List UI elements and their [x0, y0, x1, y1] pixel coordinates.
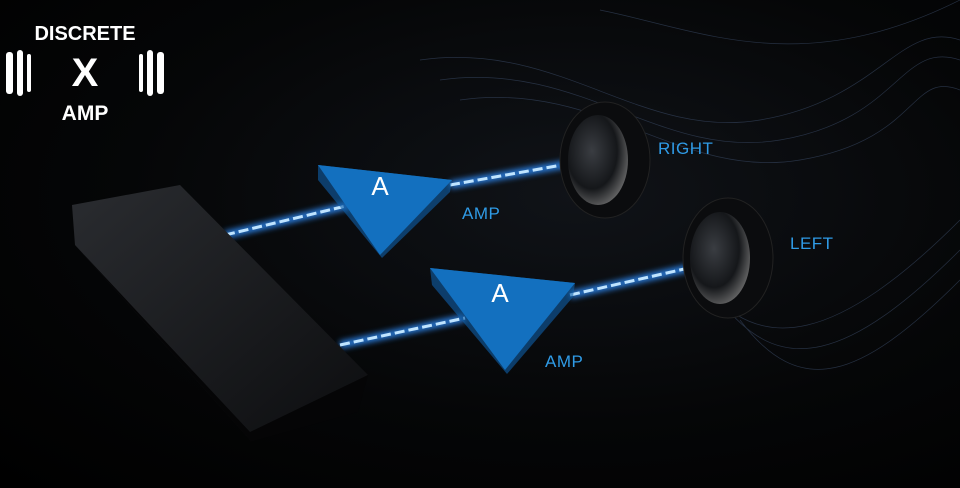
logo-top-text: DISCRETE [34, 23, 135, 45]
speaker-right [559, 101, 651, 219]
amp-triangle-bottom: A [430, 268, 575, 374]
label-right: RIGHT [658, 139, 714, 158]
source-slab [72, 185, 368, 442]
discrete-x-amp-logo: DISCRETE X AMP [6, 23, 164, 125]
amp-triangle-top: A [318, 165, 452, 258]
label-amp-top: AMP [462, 204, 501, 223]
speaker-left [682, 197, 774, 319]
label-amp-bottom: AMP [545, 352, 584, 371]
amp-glyph: A [491, 278, 509, 308]
label-left: LEFT [790, 234, 834, 253]
amp-glyph: A [371, 171, 389, 201]
logo-bottom-text: AMP [62, 102, 109, 125]
logo-x: X [72, 51, 99, 95]
